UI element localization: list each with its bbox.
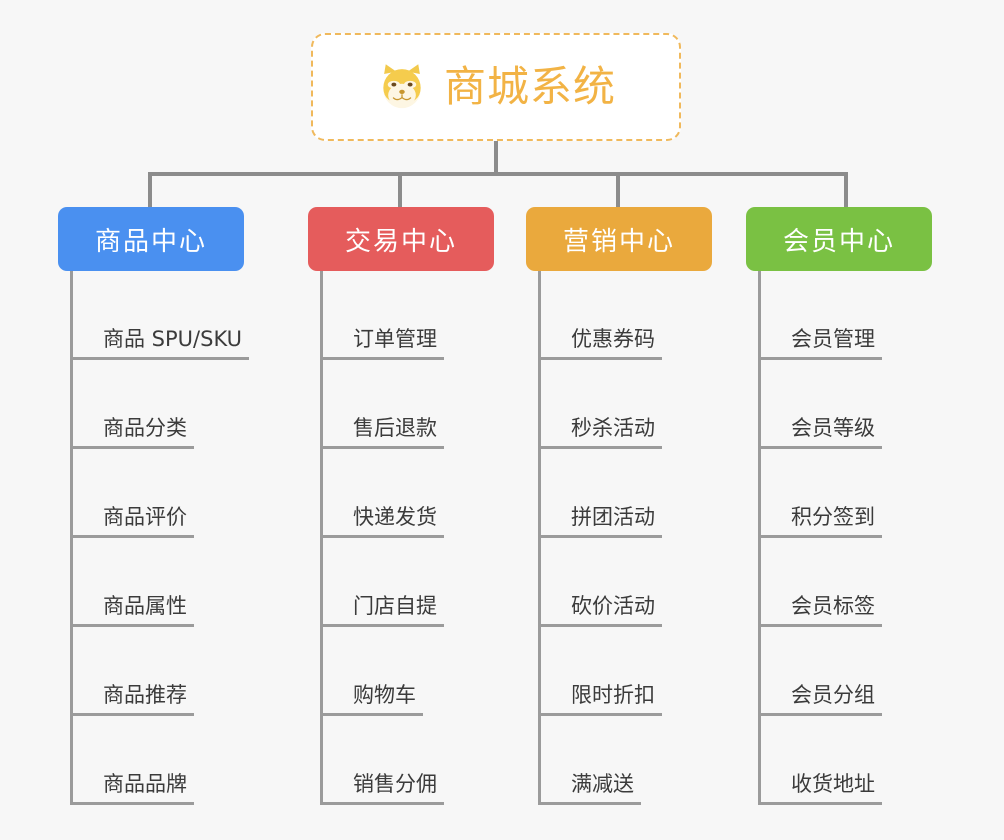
leaf-item-label: 商品分类: [73, 416, 194, 449]
leaf-item[interactable]: 订单管理: [323, 271, 494, 360]
leaf-item-label: 满减送: [541, 772, 641, 805]
leaf-item-label: 会员等级: [761, 416, 882, 449]
leaf-item[interactable]: 拼团活动: [541, 449, 712, 538]
leaf-item[interactable]: 商品推荐: [73, 627, 244, 716]
leaf-item-label: 售后退款: [323, 416, 444, 449]
category-header-label: 会员中心: [782, 226, 895, 257]
connector-drop-4: [844, 172, 848, 208]
connector-drop-3: [616, 172, 620, 208]
leaf-item-label: 秒杀活动: [541, 416, 662, 449]
connector-root-stem: [494, 141, 498, 174]
category-column-1: 商品中心商品 SPU/SKU 商品分类商品评价商品属性商品推荐商品品牌: [58, 207, 250, 805]
leaf-item[interactable]: 砍价活动: [541, 538, 712, 627]
category-header-1[interactable]: 商品中心: [58, 207, 244, 271]
leaf-item-label: 拼团活动: [541, 505, 662, 538]
category-items-2: 订单管理售后退款快递发货门店自提购物车销售分佣: [320, 271, 494, 805]
leaf-item[interactable]: 满减送: [541, 716, 712, 805]
root-title: 商城系统: [443, 62, 616, 111]
leaf-item-label: 商品 SPU/SKU: [73, 327, 250, 360]
leaf-item[interactable]: 商品 SPU/SKU: [73, 271, 250, 360]
leaf-item[interactable]: 限时折扣: [541, 627, 712, 716]
leaf-item-label: 砍价活动: [541, 594, 662, 627]
leaf-item-label: 商品评价: [73, 505, 194, 538]
connector-drop-2: [398, 172, 402, 208]
leaf-item-label: 优惠券码: [541, 327, 662, 360]
leaf-item[interactable]: 商品品牌: [73, 716, 244, 805]
leaf-item[interactable]: 会员管理: [761, 271, 932, 360]
leaf-item[interactable]: 购物车: [323, 627, 494, 716]
category-column-3: 营销中心优惠券码秒杀活动拼团活动砍价活动限时折扣满减送: [526, 207, 712, 805]
leaf-item-label: 快递发货: [323, 505, 444, 538]
category-header-label: 营销中心: [562, 226, 675, 257]
category-header-label: 商品中心: [94, 226, 207, 257]
leaf-item[interactable]: 售后退款: [323, 360, 494, 449]
leaf-item-label: 限时折扣: [541, 683, 662, 716]
leaf-item-label: 商品品牌: [73, 772, 194, 805]
leaf-item-label: 积分签到: [761, 505, 882, 538]
leaf-item[interactable]: 会员等级: [761, 360, 932, 449]
category-header-3[interactable]: 营销中心: [526, 207, 712, 271]
category-items-4: 会员管理会员等级积分签到会员标签会员分组收货地址: [758, 271, 932, 805]
leaf-item-label: 订单管理: [323, 327, 444, 360]
leaf-item-label: 门店自提: [323, 594, 444, 627]
shiba-dog-icon: [376, 61, 428, 113]
leaf-item[interactable]: 商品评价: [73, 449, 244, 538]
category-column-2: 交易中心订单管理售后退款快递发货门店自提购物车销售分佣: [308, 207, 494, 805]
leaf-item[interactable]: 收货地址: [761, 716, 932, 805]
leaf-item-label: 销售分佣: [323, 772, 444, 805]
leaf-item[interactable]: 商品属性: [73, 538, 244, 627]
leaf-item[interactable]: 会员分组: [761, 627, 932, 716]
category-items-1: 商品 SPU/SKU 商品分类商品评价商品属性商品推荐商品品牌: [70, 271, 250, 805]
leaf-item[interactable]: 秒杀活动: [541, 360, 712, 449]
category-column-4: 会员中心会员管理会员等级积分签到会员标签会员分组收货地址: [746, 207, 932, 805]
leaf-item-label: 商品属性: [73, 594, 194, 627]
category-header-2[interactable]: 交易中心: [308, 207, 494, 271]
leaf-item-label: 会员管理: [761, 327, 882, 360]
connector-horizontal-bus: [148, 172, 848, 176]
leaf-item[interactable]: 商品分类: [73, 360, 244, 449]
leaf-item[interactable]: 积分签到: [761, 449, 932, 538]
category-header-4[interactable]: 会员中心: [746, 207, 932, 271]
leaf-item[interactable]: 会员标签: [761, 538, 932, 627]
connector-drop-1: [148, 172, 152, 208]
leaf-item[interactable]: 销售分佣: [323, 716, 494, 805]
category-header-label: 交易中心: [344, 226, 457, 257]
leaf-item[interactable]: 优惠券码: [541, 271, 712, 360]
leaf-item-label: 购物车: [323, 683, 423, 716]
leaf-item[interactable]: 快递发货: [323, 449, 494, 538]
category-items-3: 优惠券码秒杀活动拼团活动砍价活动限时折扣满减送: [538, 271, 712, 805]
leaf-item-label: 收货地址: [761, 772, 882, 805]
leaf-item-label: 会员标签: [761, 594, 882, 627]
root-node[interactable]: 商城系统: [311, 33, 681, 141]
leaf-item[interactable]: 门店自提: [323, 538, 494, 627]
leaf-item-label: 商品推荐: [73, 683, 194, 716]
leaf-item-label: 会员分组: [761, 683, 882, 716]
